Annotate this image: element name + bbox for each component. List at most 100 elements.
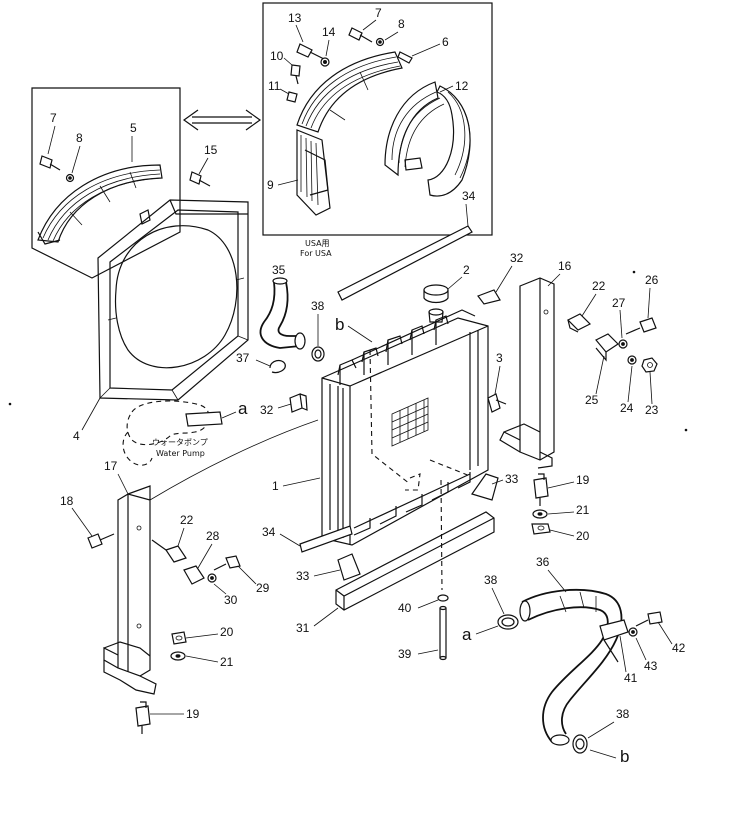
bolt-29: 29 [213, 555, 270, 595]
callout-19-left: 19 [186, 707, 200, 721]
usa-inset: 13 14 7 8 6 10 11 12 9 USA用 For USA [262, 2, 493, 258]
callout-7-standard: 7 [50, 111, 57, 125]
callout-21-right: 21 [576, 503, 590, 517]
rubber-mount-22-right: 22 [566, 279, 606, 333]
drain-cock: 3 [487, 351, 507, 413]
washer-8-standard [65, 173, 75, 183]
water-pump-label-jp: ウォータポンプ [152, 438, 208, 447]
callout-19-right: 19 [576, 473, 590, 487]
pin-11 [286, 91, 298, 103]
callout-6: 6 [442, 35, 449, 49]
washer-8-usa [375, 37, 385, 47]
rod-39: 40 39 [398, 479, 449, 661]
scan-dot [8, 402, 12, 406]
bolt-15: 15 [189, 143, 218, 187]
callout-3: 3 [496, 351, 503, 365]
callout-8-usa: 8 [398, 17, 405, 31]
callout-7-usa: 7 [375, 6, 382, 20]
callout-36: 36 [536, 555, 550, 569]
callout-12: 12 [455, 79, 469, 93]
radiator-core-mesh [391, 397, 429, 447]
bracket-25: 25 [585, 333, 619, 407]
callout-38-bottom: 38 [616, 707, 630, 721]
callout-38-upper: 38 [311, 299, 325, 313]
callout-4: 4 [73, 429, 80, 443]
callout-34-top: 34 [462, 189, 476, 203]
mount-19-left: 19 [135, 701, 200, 734]
callout-33-left: 33 [296, 569, 310, 583]
callout-26: 26 [645, 273, 659, 287]
bolt-10 [290, 64, 301, 85]
callout-34-bottom: 34 [262, 525, 276, 539]
callout-40: 40 [398, 601, 412, 615]
rubber-pad-32-left: 32 [260, 393, 308, 417]
hose-clamp-upper: 38 [311, 299, 325, 362]
callout-27: 27 [612, 296, 626, 310]
rubber-pad-32-right: 32 [477, 251, 524, 305]
callout-25: 25 [585, 393, 599, 407]
callout-13: 13 [288, 11, 302, 25]
clamp-37: 37 [236, 351, 286, 374]
callout-8-standard: 8 [76, 131, 83, 145]
hose-clamp-bottom: 38 b [572, 707, 630, 766]
water-pump-outline: a ウォータポンプ Water Pump [122, 399, 248, 466]
radiator-cap: 2 [423, 263, 470, 323]
callout-18: 18 [60, 494, 74, 508]
fan-guard-usa-right [384, 81, 471, 197]
usa-inset-frame [262, 2, 493, 236]
callout-28: 28 [206, 529, 220, 543]
bolt-18: 18 [60, 494, 115, 549]
support-stay-right: 16 [499, 259, 572, 469]
callout-23: 23 [645, 403, 659, 417]
callout-24: 24 [620, 401, 634, 415]
bracket-28: 28 [183, 529, 220, 585]
connector-label-a-hose: a [462, 625, 472, 644]
callout-1: 1 [272, 479, 279, 493]
seal-strip-bottom: 34 [262, 525, 353, 553]
scan-dot [684, 428, 688, 432]
callout-20-right: 20 [576, 529, 590, 543]
water-pump-label-en: Water Pump [156, 449, 205, 458]
fan-guard-usa-left [296, 51, 403, 216]
lower-support-bar: 31 [296, 511, 495, 635]
callout-22-left: 22 [180, 513, 194, 527]
callout-41: 41 [624, 671, 638, 685]
callout-30: 30 [224, 593, 238, 607]
lower-hose: 36 [519, 555, 623, 746]
nut-23: 23 [641, 357, 659, 417]
washer-27: 27 [612, 296, 628, 349]
nut-20-left: 20 [171, 625, 234, 645]
connector-label-b-hose: b [620, 747, 629, 766]
bolt-26: 26 [625, 273, 659, 335]
callout-15: 15 [204, 143, 218, 157]
hose-clamp-lower: 38 a [462, 573, 519, 644]
nut-20-right: 20 [531, 523, 590, 543]
washer-21-left: 21 [170, 651, 234, 669]
callout-14: 14 [322, 25, 336, 39]
callout-39: 39 [398, 647, 412, 661]
swap-double-arrow [182, 109, 262, 131]
callout-32-left: 32 [260, 403, 274, 417]
fan-shroud: 4 [73, 199, 249, 443]
rubber-pad-33-right: 33 [471, 472, 519, 501]
callout-2: 2 [463, 263, 470, 277]
callout-29: 29 [256, 581, 270, 595]
clip-6 [397, 51, 413, 64]
callout-20-left: 20 [220, 625, 234, 639]
usa-label-en: For USA [300, 249, 332, 258]
callout-22-right: 22 [592, 279, 606, 293]
callout-31: 31 [296, 621, 310, 635]
bolt-42: 42 [635, 611, 686, 655]
scan-dot [632, 270, 636, 274]
callout-43: 43 [644, 659, 658, 673]
rubber-mount-22-left: 22 [151, 513, 194, 563]
callout-17: 17 [104, 459, 118, 473]
bolt-7-standard [39, 155, 61, 171]
callout-9: 9 [267, 178, 274, 192]
usa-label-jp: USA用 [305, 239, 330, 248]
callout-10: 10 [270, 49, 284, 63]
connector-label-b-radiator: b [335, 315, 344, 334]
washer-43: 43 [628, 627, 658, 673]
